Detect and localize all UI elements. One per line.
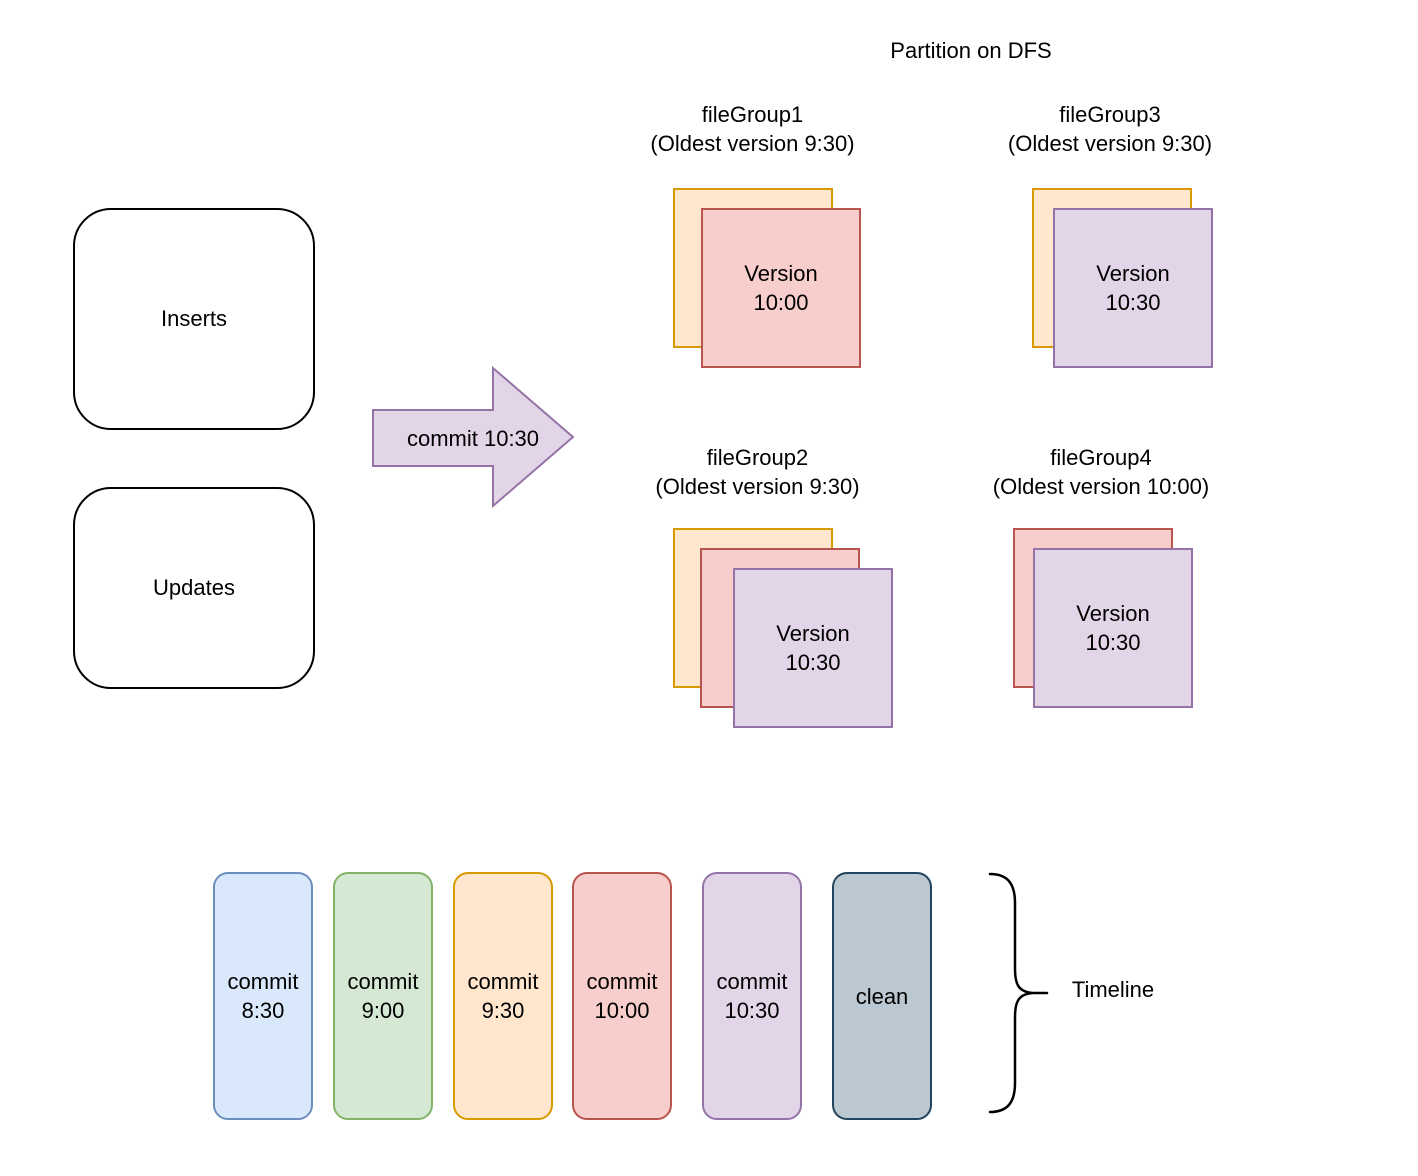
timeline-event-label: commit 9:30 <box>467 969 539 1023</box>
right-arrow-shape <box>372 365 575 509</box>
file-group-1: fileGroup1 (Oldest version 9:30) Version… <box>625 100 880 372</box>
file-group-1-oldest: (Oldest version 9:30) <box>650 131 855 156</box>
updates-label: Updates <box>153 575 235 600</box>
curly-brace-icon <box>988 872 1049 1114</box>
timeline-event-commit-900: commit 9:00 <box>333 872 433 1120</box>
file-group-2-name: fileGroup2 <box>706 445 809 470</box>
file-group-3: fileGroup3 (Oldest version 9:30) Version… <box>982 100 1238 372</box>
commit-arrow-label: commit 10:30 <box>406 426 540 451</box>
inserts-box: Inserts <box>73 208 315 430</box>
file-group-4: fileGroup4 (Oldest version 10:00) Versio… <box>973 443 1229 731</box>
timeline-event-label: commit 8:30 <box>227 969 299 1023</box>
file-group-1-slice-front: Version 10:00 <box>701 208 861 368</box>
file-group-2-oldest: (Oldest version 9:30) <box>655 474 860 499</box>
timeline-event-label: commit 10:30 <box>716 969 788 1023</box>
inserts-label: Inserts <box>160 306 228 331</box>
commit-arrow-icon <box>372 365 575 509</box>
file-group-1-name: fileGroup1 <box>701 102 804 127</box>
timeline-event-label: clean <box>855 983 909 1009</box>
timeline-event-commit-830: commit 8:30 <box>213 872 313 1120</box>
timeline-event-commit-930: commit 9:30 <box>453 872 553 1120</box>
file-group-3-slice-front: Version 10:30 <box>1053 208 1213 368</box>
updates-box: Updates <box>73 487 315 689</box>
partition-title: Partition on DFS <box>890 38 1052 63</box>
file-group-2-version-label: Version 10:30 <box>776 621 850 675</box>
file-group-4-oldest: (Oldest version 10:00) <box>992 474 1210 499</box>
file-group-2-slice-front: Version 10:30 <box>733 568 893 728</box>
timeline-event-label: commit 10:00 <box>586 969 658 1023</box>
file-group-2: fileGroup2 (Oldest version 9:30) Version… <box>630 443 893 731</box>
timeline-event-label: commit 9:00 <box>347 969 419 1023</box>
file-group-1-version-label: Version 10:00 <box>744 261 818 315</box>
file-group-3-oldest: (Oldest version 9:30) <box>1007 131 1213 156</box>
file-group-4-name: fileGroup4 <box>1050 445 1152 470</box>
file-group-4-slice-front: Version 10:30 <box>1033 548 1193 708</box>
file-group-4-version-label: Version 10:30 <box>1076 601 1150 655</box>
timeline-label: Timeline <box>1071 977 1155 1002</box>
timeline-event-commit-1000: commit 10:00 <box>572 872 672 1120</box>
file-group-3-name: fileGroup3 <box>1059 102 1161 127</box>
timeline-event-commit-1030: commit 10:30 <box>702 872 802 1120</box>
file-group-3-version-label: Version 10:30 <box>1096 261 1170 315</box>
timeline-event-clean: clean <box>832 872 932 1120</box>
